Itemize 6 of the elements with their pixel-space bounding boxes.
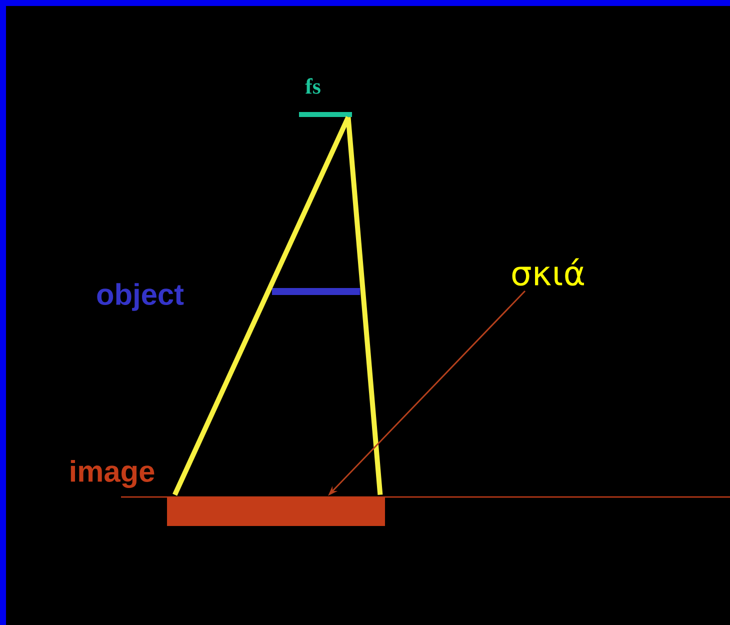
text-label: object [97, 283, 184, 311]
text-label: image [70, 460, 154, 488]
text-label: fs [305, 78, 320, 94]
light-ray [172, 116, 350, 496]
light-ray [346, 116, 383, 495]
shadow-label: σκιά [512, 258, 584, 286]
